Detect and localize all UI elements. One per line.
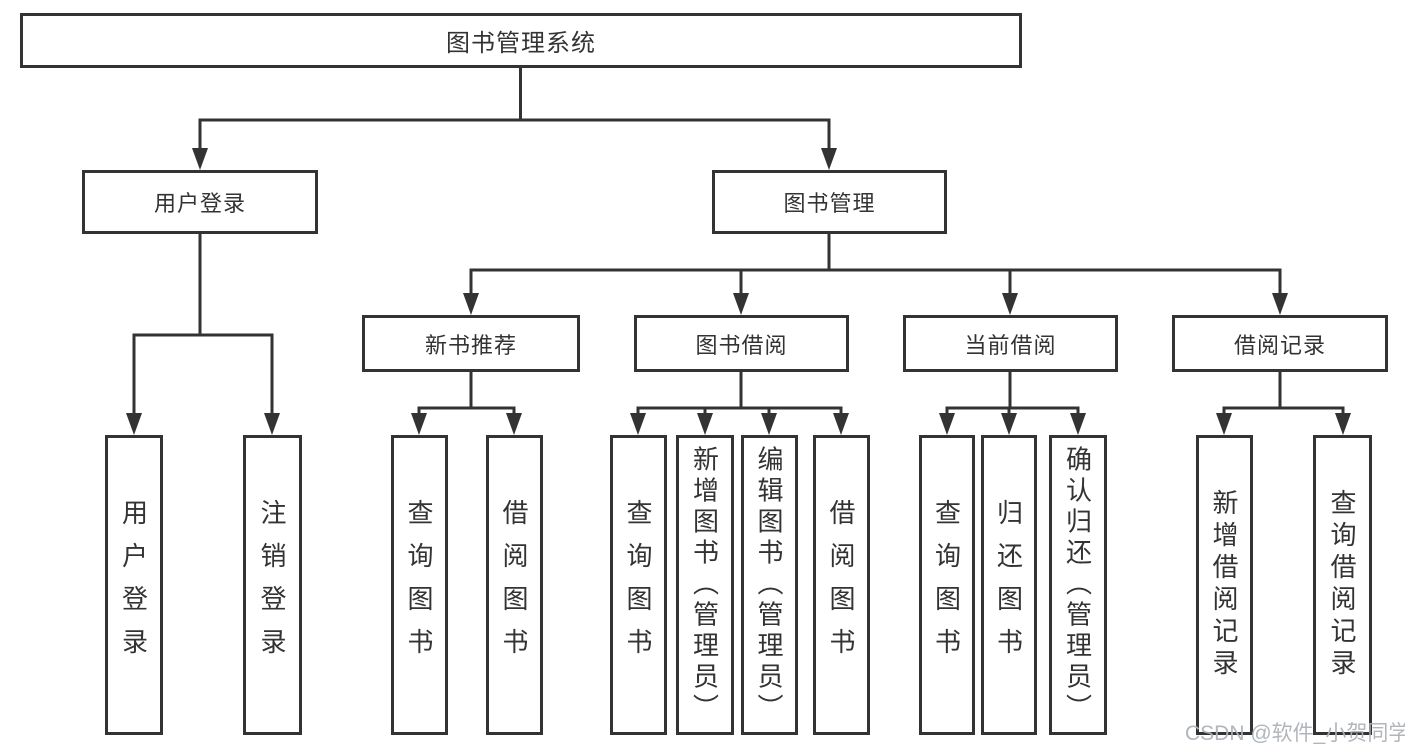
connector-root-to-level2 bbox=[192, 68, 837, 170]
node-label: 图书管理 bbox=[783, 191, 876, 216]
connector-newbookrec-to-leaves bbox=[411, 372, 522, 435]
node-label: 查询图书 bbox=[931, 499, 962, 671]
connector-borrowrecords-to-leaves bbox=[1216, 372, 1351, 435]
node-label: 新增图书（管理员） bbox=[689, 445, 720, 725]
csdn-watermark: CSDN @软件_小贺同学 bbox=[1185, 722, 1405, 745]
node-label: 确认归还（管理员） bbox=[1062, 445, 1093, 725]
connector-userlogin-to-leaves bbox=[126, 234, 280, 435]
leaf-cb-query-books: 查询图书 bbox=[919, 435, 975, 735]
node-label: 注销登录 bbox=[257, 499, 287, 671]
node-borrowing-records: 借阅记录 bbox=[1172, 315, 1388, 372]
connector-bookmgmt-to-level3 bbox=[463, 234, 1288, 315]
leaf-br-add-record: 新增借阅记录 bbox=[1196, 435, 1253, 735]
node-new-book-recommend: 新书推荐 bbox=[362, 315, 580, 372]
leaf-user-login: 用户登录 bbox=[105, 435, 163, 735]
leaf-bb-query-books: 查询图书 bbox=[610, 435, 667, 735]
node-label: 借阅图书 bbox=[826, 499, 856, 671]
node-label: 图书借阅 bbox=[695, 332, 788, 358]
node-label: 查询借阅记录 bbox=[1327, 489, 1357, 681]
connector-currentborrow-to-leaves bbox=[939, 372, 1086, 435]
node-root-library-system: 图书管理系统 bbox=[20, 13, 1022, 68]
leaf-cb-confirm-return-admin: 确认归还（管理员） bbox=[1049, 435, 1107, 735]
leaf-br-query-record: 查询借阅记录 bbox=[1313, 435, 1372, 735]
node-label: 用户登录 bbox=[118, 499, 149, 671]
leaf-bb-borrow-books: 借阅图书 bbox=[813, 435, 870, 735]
leaf-nbr-query-books: 查询图书 bbox=[391, 435, 448, 735]
node-label: 用户登录 bbox=[153, 191, 246, 216]
leaf-bb-add-books-admin: 新增图书（管理员） bbox=[676, 435, 734, 735]
leaf-cb-return-books: 归还图书 bbox=[981, 435, 1037, 735]
connector-bookborrow-to-leaves bbox=[630, 372, 849, 435]
leaf-logout: 注销登录 bbox=[243, 435, 302, 735]
node-label: 新增借阅记录 bbox=[1209, 489, 1239, 681]
node-label: 查询图书 bbox=[623, 499, 653, 671]
leaf-nbr-borrow-books: 借阅图书 bbox=[486, 435, 543, 735]
node-label: 新书推荐 bbox=[424, 332, 517, 358]
node-label: 归还图书 bbox=[993, 499, 1024, 671]
node-book-management: 图书管理 bbox=[712, 170, 947, 234]
node-label: 查询图书 bbox=[404, 499, 434, 671]
node-label: 图书管理系统 bbox=[446, 30, 596, 57]
node-book-borrowing: 图书借阅 bbox=[634, 315, 849, 372]
node-user-login: 用户登录 bbox=[82, 170, 318, 234]
node-label: 借阅图书 bbox=[499, 499, 529, 671]
node-label: 当前借阅 bbox=[964, 332, 1057, 358]
leaf-bb-edit-books-admin: 编辑图书（管理员） bbox=[741, 435, 798, 735]
node-label: 编辑图书（管理员） bbox=[754, 445, 784, 725]
node-current-borrowing: 当前借阅 bbox=[903, 315, 1118, 372]
node-label: 借阅记录 bbox=[1233, 332, 1326, 358]
